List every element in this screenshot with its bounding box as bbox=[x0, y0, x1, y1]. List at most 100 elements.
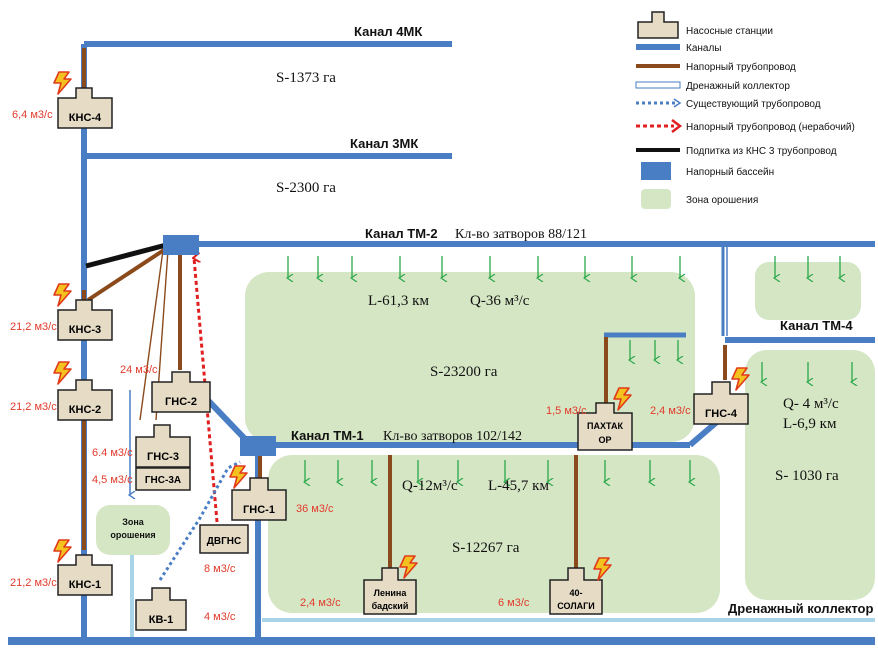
station-dvgns[interactable]: ДВГНС bbox=[199, 524, 249, 554]
station-kns2[interactable]: КНС-2 bbox=[53, 361, 113, 421]
tm2-gates: Кл-во затворов 88/121 bbox=[455, 227, 587, 242]
legend-existing-pipeline: Существующий трубопровод bbox=[636, 98, 821, 110]
legend-canals: Каналы bbox=[636, 43, 722, 54]
legend-drainage: Дренажный коллектор bbox=[635, 81, 790, 92]
flow-gns2: 24 м3/с bbox=[120, 364, 158, 376]
legend: Насосные станции Каналы Напорный трубопр… bbox=[635, 11, 855, 209]
zone-tm1 bbox=[268, 455, 720, 613]
area-4mk: S-1373 га bbox=[276, 70, 336, 86]
canal-4mk-label: Канал 4МК bbox=[354, 24, 422, 39]
canal-3mk-label: Канал 3МК bbox=[350, 136, 418, 151]
svg-text:КВ-1: КВ-1 bbox=[149, 614, 173, 626]
svg-text:ГНС-2: ГНС-2 bbox=[165, 396, 197, 408]
station-gns4[interactable]: ГНС-4 bbox=[693, 367, 750, 425]
pressure-basin-tm1 bbox=[240, 436, 276, 456]
zone-label-2: орошения bbox=[110, 530, 155, 540]
station-gns2[interactable]: ГНС-2 bbox=[151, 371, 211, 413]
canal-tm2-label: Канал ТМ-2 bbox=[365, 226, 438, 241]
pressure-pipelines bbox=[82, 48, 727, 570]
flow-labels: 6,4 м3/с 21,2 м3/с 21,2 м3/с 21,2 м3/с 2… bbox=[10, 109, 691, 623]
tm4-length: L-6,9 км bbox=[783, 416, 837, 432]
svg-text:Напорный трубопровод (нерабочи: Напорный трубопровод (нерабочий) bbox=[686, 121, 855, 133]
station-kns3[interactable]: КНС-3 bbox=[53, 283, 113, 341]
svg-text:ГНС-3: ГНС-3 bbox=[147, 451, 179, 463]
existing-pipeline bbox=[158, 460, 241, 581]
svg-text:ГНС-1: ГНС-1 bbox=[243, 504, 275, 516]
svg-text:КНС-2: КНС-2 bbox=[69, 404, 101, 416]
zone-small-left bbox=[96, 505, 170, 555]
pump-stations: КНС-4 КНС-3 КНС-2 КНС-1 ГНС-2 ГНС-3 bbox=[53, 71, 750, 631]
station-kv1[interactable]: КВ-1 bbox=[135, 587, 187, 631]
drain-label: Дренажный коллектор bbox=[728, 601, 873, 616]
idle-pressure-pipeline bbox=[194, 258, 219, 523]
feed-from-kns3 bbox=[85, 241, 171, 269]
flow-dvgns: 8 м3/с bbox=[204, 563, 236, 575]
pressure-basin-tm2 bbox=[163, 235, 199, 255]
legend-idle-pipeline: Напорный трубопровод (нерабочий) bbox=[636, 119, 855, 133]
zone-tm2-small bbox=[755, 262, 861, 320]
flow-kns2: 21,2 м3/с bbox=[10, 401, 57, 413]
svg-text:Насосные станции: Насосные станции bbox=[686, 26, 773, 37]
station-kns1[interactable]: КНС-1 bbox=[53, 539, 113, 596]
svg-text:бадский: бадский bbox=[372, 601, 409, 611]
area-tm1: S-12267 га bbox=[452, 540, 520, 556]
tm2-flow: Q-36 м³/с bbox=[470, 293, 530, 309]
svg-text:Напорный трубопровод: Напорный трубопровод bbox=[686, 61, 796, 73]
canal-tm4-label: Канал ТМ-4 bbox=[780, 318, 853, 333]
svg-text:ГНС-3А: ГНС-3А bbox=[145, 475, 181, 486]
flow-gns3a: 4,5 м3/с bbox=[92, 474, 133, 486]
zone-label-1: Зона bbox=[122, 517, 145, 527]
tm1-gates: Кл-во затворов 102/142 bbox=[383, 429, 522, 444]
legend-irrigation-zone: Зона орошения bbox=[641, 189, 758, 209]
svg-text:СОЛАГИ: СОЛАГИ bbox=[557, 601, 594, 611]
zone-tm2 bbox=[245, 272, 695, 442]
flow-kv1: 4 м3/с bbox=[204, 611, 236, 623]
station-paxtakor[interactable]: ПАХТАК ОР bbox=[577, 387, 633, 451]
svg-text:Подпитка из КНС 3 трубопровод: Подпитка из КНС 3 трубопровод bbox=[686, 145, 837, 157]
flow-gns4: 2,4 м3/с bbox=[650, 405, 691, 417]
svg-text:КНС-3: КНС-3 bbox=[69, 324, 101, 336]
flow-kns4: 6,4 м3/с bbox=[12, 109, 53, 121]
tm1-flow: Q-12м³/с bbox=[402, 478, 458, 494]
flow-gns1: 36 м3/с bbox=[296, 503, 334, 515]
zone-tm4-right bbox=[745, 350, 875, 600]
svg-text:КНС-4: КНС-4 bbox=[69, 112, 102, 124]
svg-text:КНС-1: КНС-1 bbox=[69, 579, 101, 591]
flow-sorok: 6 м3/с bbox=[498, 597, 530, 609]
station-gns3[interactable]: ГНС-3 bbox=[135, 424, 191, 468]
station-gns1[interactable]: ГНС-1 bbox=[229, 465, 287, 521]
svg-text:Ленина: Ленина bbox=[374, 588, 408, 598]
flow-paxtakor: 1,5 м3/с bbox=[546, 405, 587, 417]
svg-text:ПАХТАК: ПАХТАК bbox=[587, 421, 623, 431]
station-sorok-solagi[interactable]: 40- СОЛАГИ bbox=[549, 557, 612, 615]
legend-pressure-basin: Напорный бассейн bbox=[641, 162, 774, 180]
svg-text:Зона орошения: Зона орошения bbox=[686, 195, 758, 206]
legend-feed-kns3: Подпитка из КНС 3 трубопровод bbox=[636, 145, 837, 157]
flow-kns3: 21,2 м3/с bbox=[10, 321, 57, 333]
tm1-length: L-45,7 км bbox=[488, 478, 549, 494]
tm4-flow: Q- 4 м³/с bbox=[783, 396, 839, 412]
drainage-collectors bbox=[130, 555, 875, 640]
svg-text:ДВГНС: ДВГНС bbox=[207, 536, 241, 547]
station-lenina[interactable]: Ленина бадский bbox=[363, 555, 418, 615]
flow-lenina: 2,4 м3/с bbox=[300, 597, 341, 609]
station-gns3a[interactable]: ГНС-3А bbox=[135, 467, 191, 491]
legend-pressure-pipeline: Напорный трубопровод bbox=[636, 61, 796, 73]
flow-gns3: 6.4 м3/с bbox=[92, 447, 133, 459]
svg-text:40-: 40- bbox=[569, 588, 582, 598]
svg-text:Дренажный коллектор: Дренажный коллектор bbox=[686, 81, 790, 92]
flow-kns1: 21,2 м3/с bbox=[10, 577, 57, 589]
area-tm4: S- 1030 га bbox=[775, 468, 839, 484]
svg-text:ГНС-4: ГНС-4 bbox=[705, 408, 738, 420]
irrigation-zones bbox=[96, 262, 875, 613]
area-3mk: S-2300 га bbox=[276, 180, 336, 196]
svg-text:Существующий трубопровод: Существующий трубопровод bbox=[686, 98, 821, 110]
legend-pump-stations: Насосные станции bbox=[637, 11, 773, 39]
svg-text:Напорный бассейн: Напорный бассейн bbox=[686, 166, 774, 178]
canals bbox=[8, 41, 875, 645]
tm2-length: L-61,3 км bbox=[368, 293, 429, 309]
canal-labels: Канал 4МК Канал 3МК Канал ТМ-2 Канал ТМ-… bbox=[291, 24, 873, 616]
svg-text:Каналы: Каналы bbox=[686, 43, 722, 54]
station-kns4[interactable]: КНС-4 bbox=[53, 71, 113, 129]
